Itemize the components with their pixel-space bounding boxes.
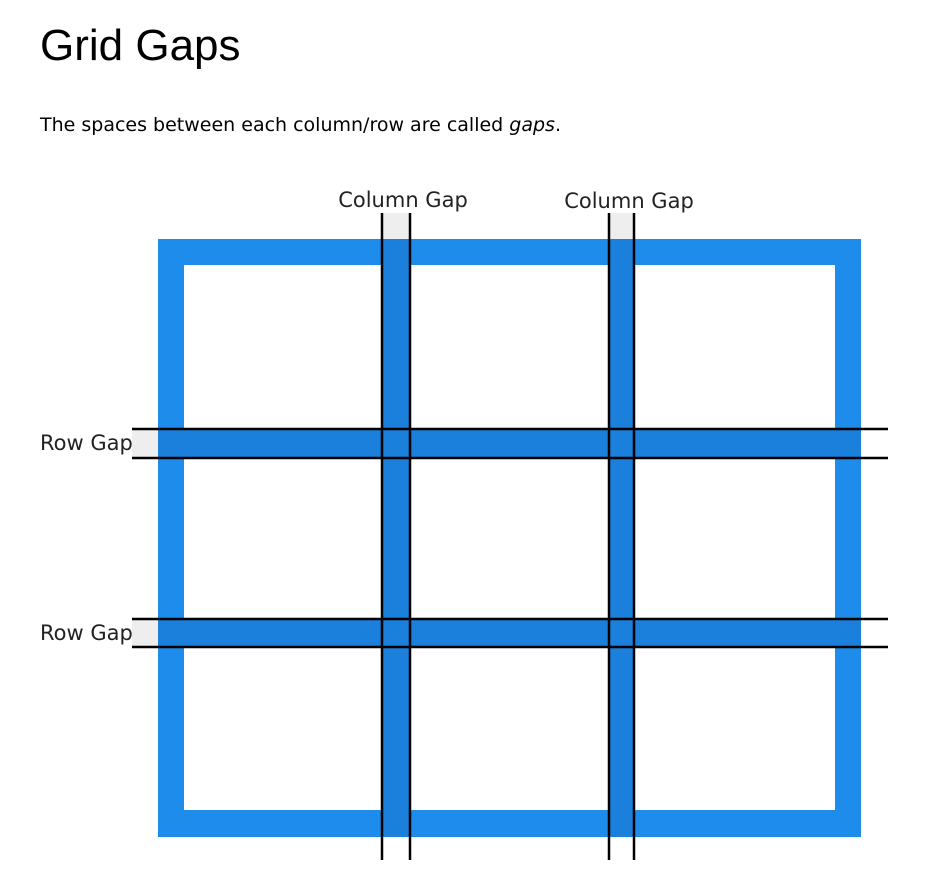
- intro-emphasis: gaps: [509, 114, 555, 136]
- row-gap-band-1: [135, 429, 861, 458]
- grid-frame-right: [835, 239, 861, 837]
- row-gap-band-2: [135, 619, 861, 647]
- column-gap-label-bg-1: [382, 213, 410, 239]
- page-title: Grid Gaps: [40, 21, 241, 70]
- grid-frame: [158, 239, 861, 837]
- gap-bands: [135, 239, 861, 837]
- column-gap-band-2: [609, 239, 634, 837]
- column-gap-label-2: Column Gap: [564, 189, 694, 213]
- column-gap-label-1: Column Gap: [338, 188, 468, 212]
- gap-guide-lines: [132, 213, 888, 860]
- row-gap-label-bg-1: [132, 429, 158, 458]
- grid-frame-top: [158, 239, 861, 265]
- column-gap-label-bg-2: [609, 213, 634, 239]
- row-gap-label-1: Row Gap: [40, 431, 133, 455]
- row-gap-label-bg-2: [132, 619, 158, 647]
- gap-label-backgrounds: [132, 213, 634, 647]
- intro-text: The spaces between each column/row are c…: [40, 114, 510, 136]
- gap-labels: Column Gap Column Gap Row Gap Row Gap: [40, 188, 694, 645]
- intro-period: .: [554, 114, 561, 136]
- grid-frame-left: [158, 239, 184, 837]
- intro-paragraph: The spaces between each column/row are c…: [40, 112, 561, 138]
- grid-frame-bottom: [158, 810, 861, 837]
- row-gap-label-2: Row Gap: [40, 621, 133, 645]
- column-gap-band-1: [382, 239, 410, 837]
